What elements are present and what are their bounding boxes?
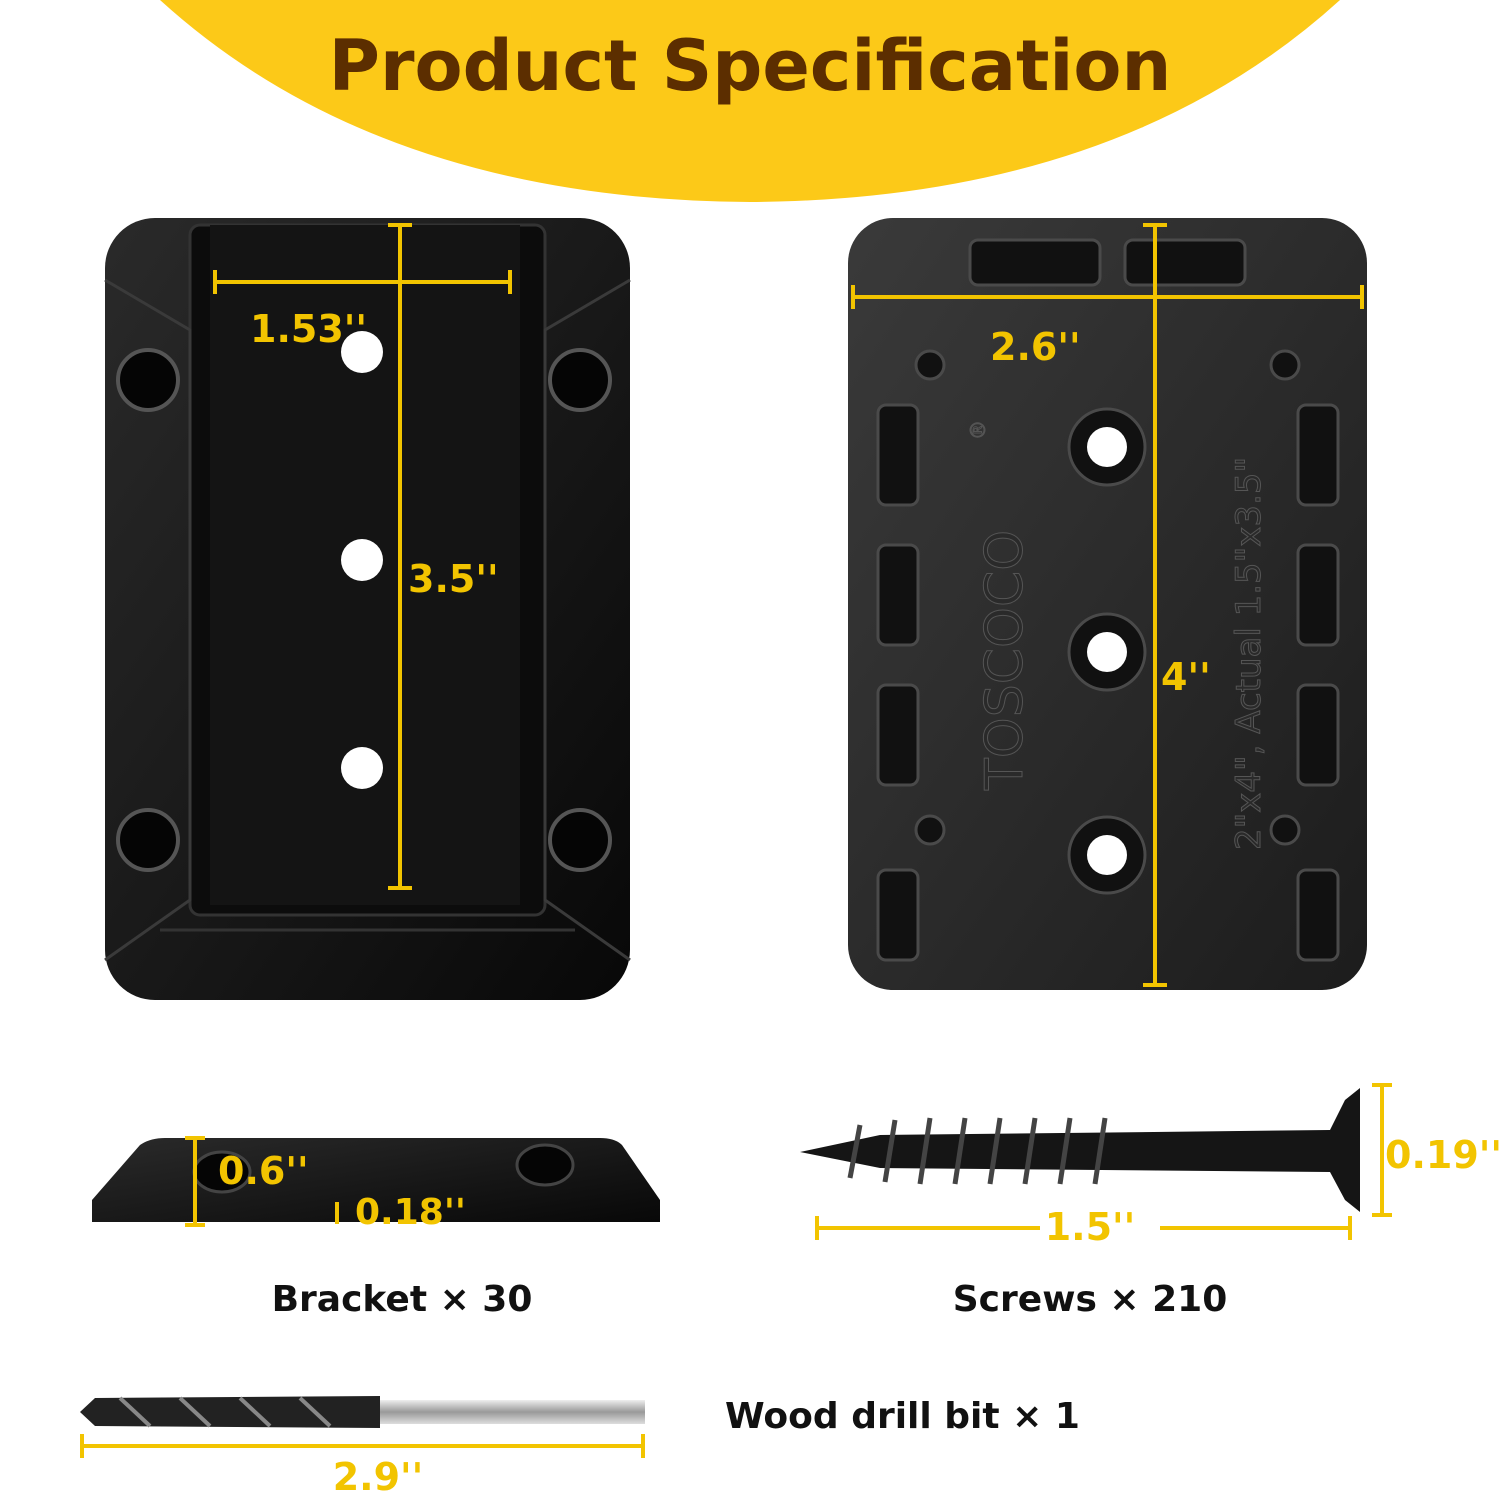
drill-bit-caption: Wood drill bit × 1 xyxy=(725,1396,1080,1437)
brand-logo: TOSCOCO xyxy=(975,530,1035,791)
screw-image xyxy=(800,1083,1392,1240)
bracket-height-label: 0.6'' xyxy=(218,1149,309,1193)
bracket-thickness-label: 0.18'' xyxy=(355,1192,466,1233)
drill-bit-length-label: 2.9'' xyxy=(333,1455,424,1499)
bracket-side-view xyxy=(92,1136,660,1227)
registered-mark: ® xyxy=(966,420,990,440)
screw-hole xyxy=(341,331,383,373)
plate-width-label: 2.6'' xyxy=(990,325,1081,369)
embossed-size: 2"x4", Actual 1.5"x3.5" xyxy=(1229,457,1269,850)
bracket-caption: Bracket × 30 xyxy=(272,1279,533,1320)
screw-hole xyxy=(341,747,383,789)
drill-bit-image xyxy=(80,1396,645,1458)
bracket-top-view xyxy=(104,218,631,1000)
page-title: Product Specification xyxy=(329,25,1172,107)
bracket-width-label: 1.53'' xyxy=(250,307,367,351)
screw-head-label: 0.19'' xyxy=(1385,1133,1500,1177)
plate-length-label: 4'' xyxy=(1161,655,1211,699)
screw-hole xyxy=(341,539,383,581)
bracket-length-label: 3.5'' xyxy=(408,557,499,601)
title-banner xyxy=(160,0,1340,202)
screws-caption: Screws × 210 xyxy=(953,1279,1228,1320)
screw-length-label: 1.5'' xyxy=(1045,1205,1136,1249)
plate-view xyxy=(848,218,1367,990)
